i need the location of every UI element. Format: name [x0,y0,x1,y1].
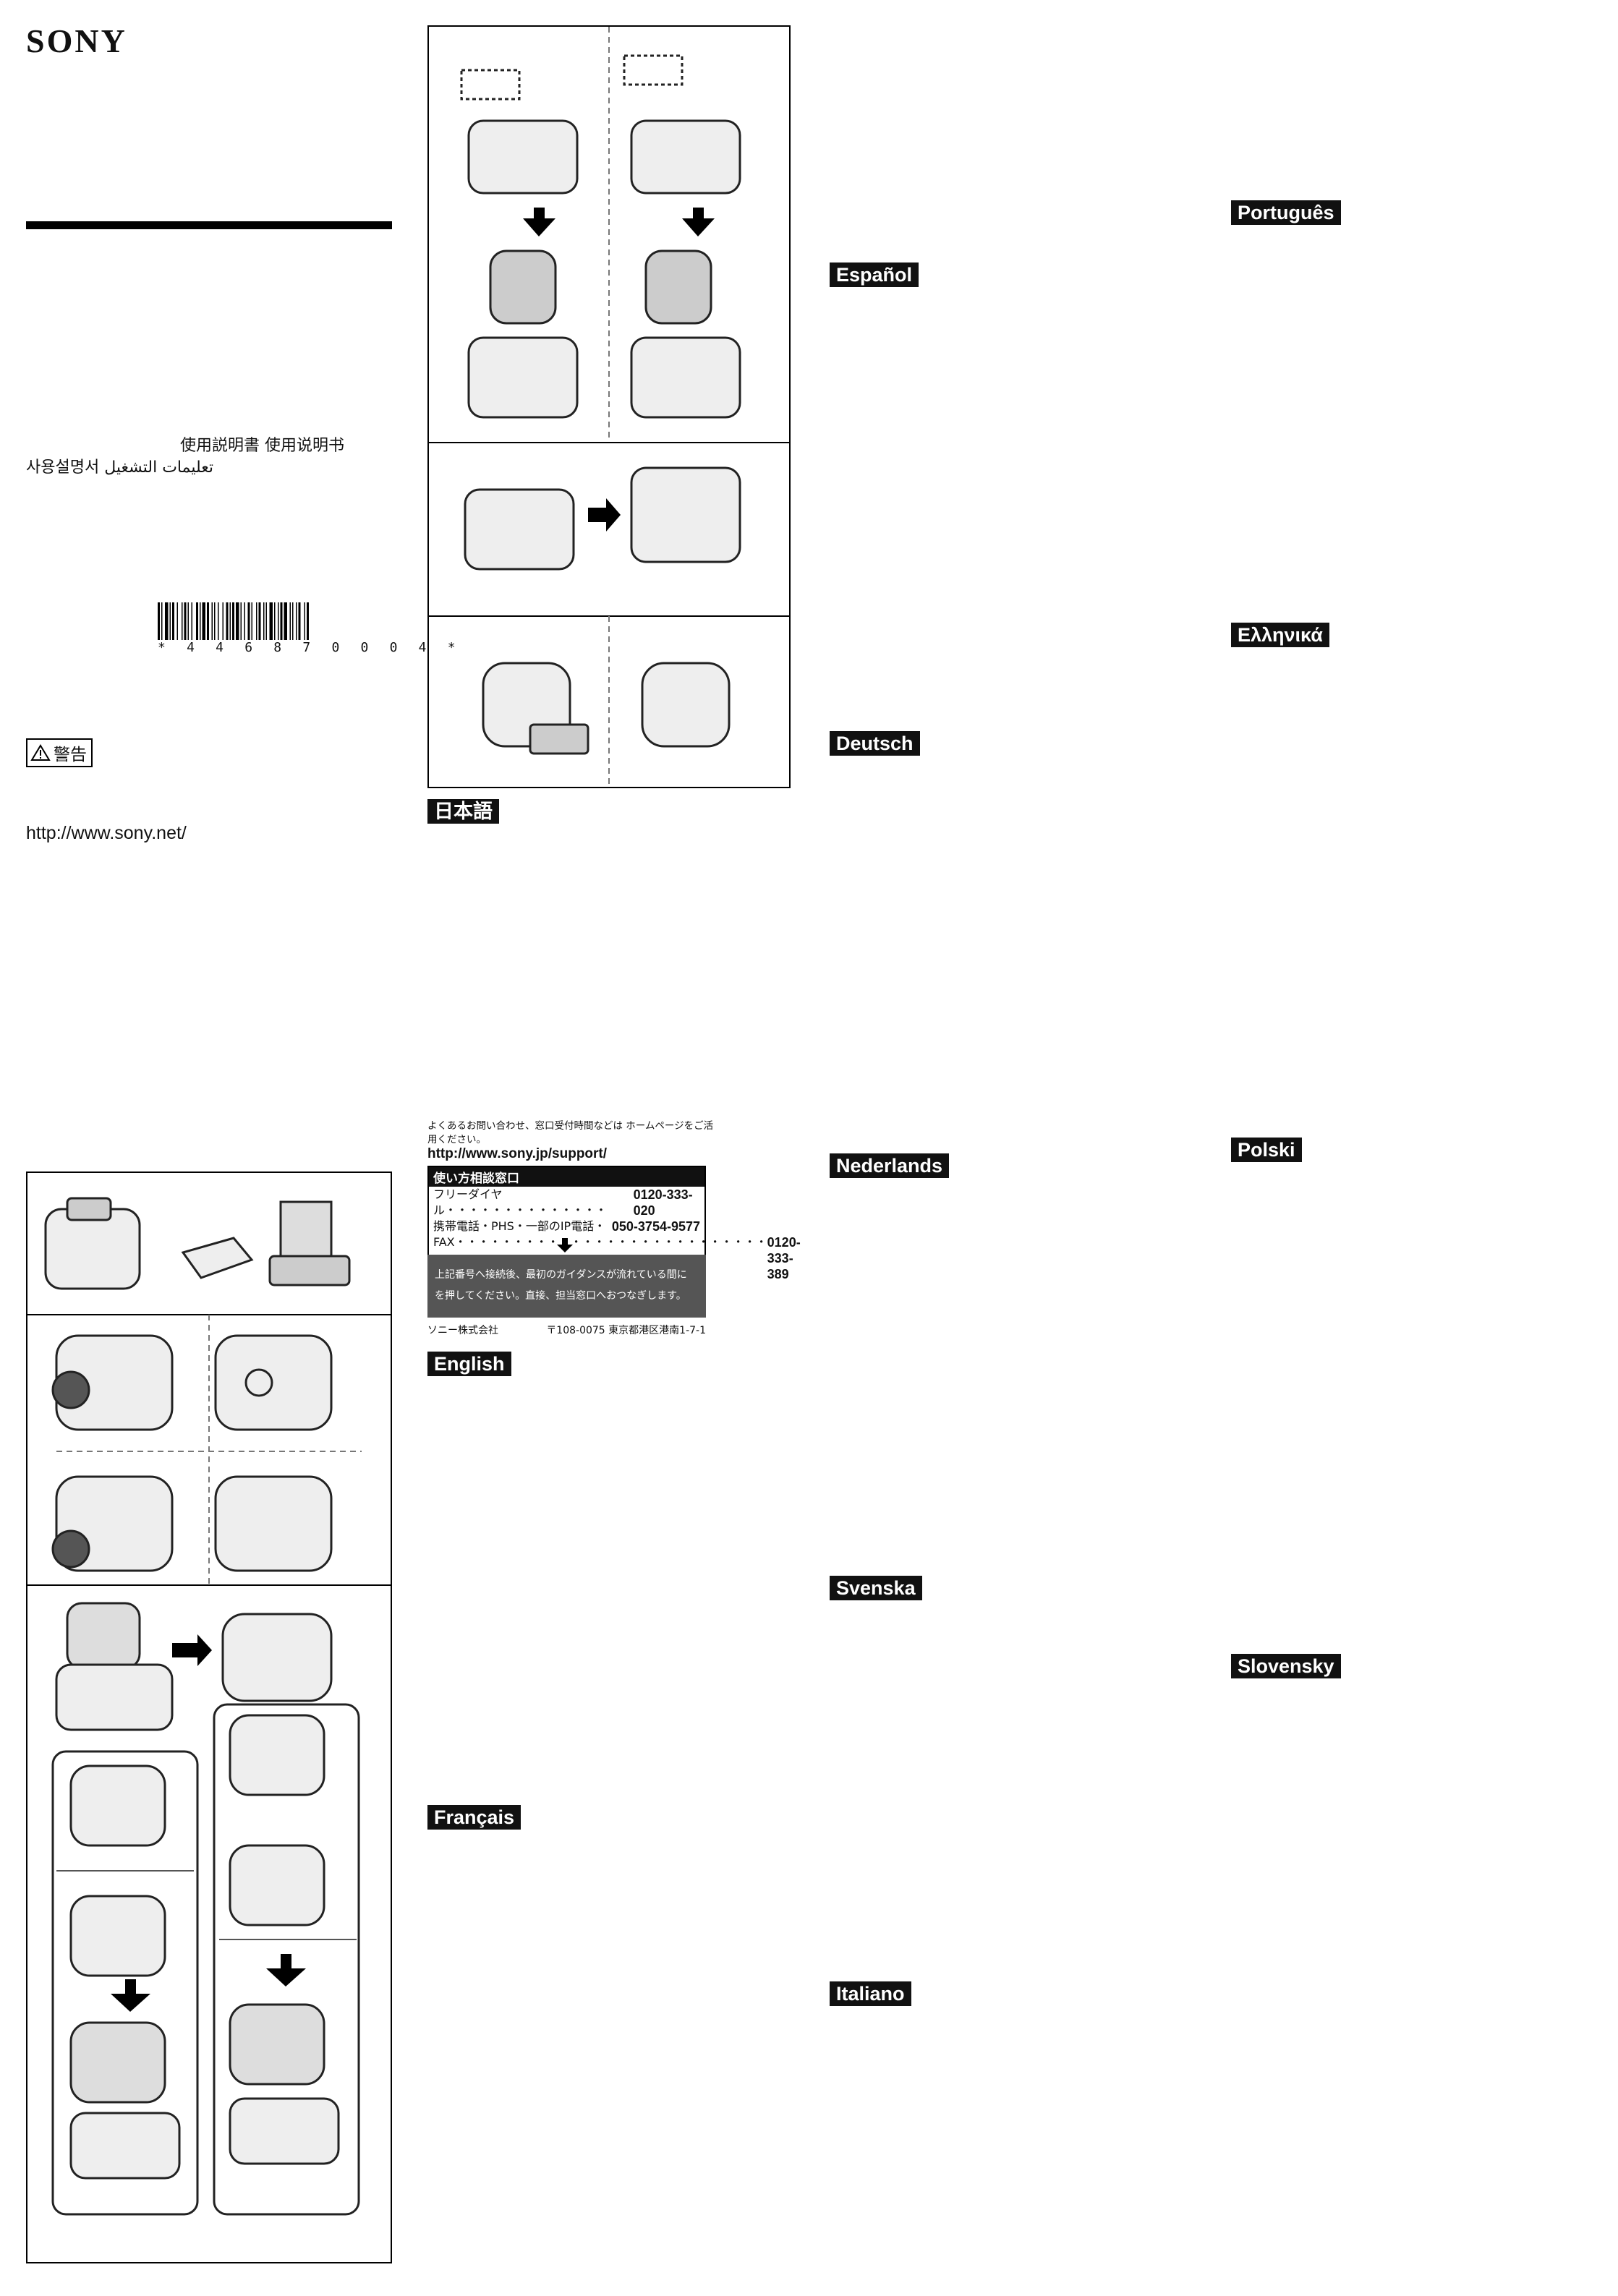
jp-support-box-title: 使い方相談窓口 [429,1167,704,1187]
jp-support-row-value: 0120-333-389 [767,1235,801,1281]
jp-support-row: フリーダイヤル・・・・・・・・・・・・・・ 0120-333-020 [429,1187,704,1219]
jp-support-row-label: 携帯電話・PHS・一部のIP電話・ [433,1219,606,1233]
jp-note-line2: を押してください。直接、担当窓口へおつなぎします。 [435,1290,686,1302]
section-label-german: Deutsch [830,731,920,756]
warning-triangle-icon [30,744,51,761]
section-label-french: Français [427,1805,521,1830]
assembly-figure-top [427,25,791,788]
assembly-illustrations [27,1197,391,2216]
section-label-slovak: Slovensky [1231,1654,1341,1678]
jp-support-row-label: フリーダイヤル・・・・・・・・・・・・・・ [433,1187,608,1217]
section-label-greek: Ελληνικά [1231,623,1329,647]
jp-support-note: 上記番号へ接続後、最初のガイダンスが流れている間に を押してください。直接、担当… [427,1255,706,1318]
title-rule [26,221,392,229]
jp-support-row-label: FAX・・・・・・・・・・・・・・・・・・・・・・・・・・・ [433,1235,767,1249]
jp-support-url[interactable]: http://www.sony.jp/support/ [427,1146,608,1161]
section-label-japanese: 日本語 [427,799,499,824]
jp-support-row: 携帯電話・PHS・一部のIP電話・ 050-3754-9577 [429,1219,704,1234]
jp-company-address: ソニー株式会社 〒108-0075 東京都港区港南1-7-1 [427,1323,706,1337]
jp-support-row-value: 0120-333-020 [633,1187,693,1218]
assembly-figure-left [26,1172,392,2263]
jp-support-row: FAX・・・・・・・・・・・・・・・・・・・・・・・・・・・ 0120-333-… [429,1234,801,1282]
mounting-illustrations [429,27,789,787]
jp-address: 〒108-0075 東京都港区港南1-7-1 [546,1325,706,1336]
warning-label: 警告 [54,746,87,764]
jp-support-row-value: 050-3754-9577 [611,1219,700,1234]
section-label-polish: Polski [1231,1138,1302,1162]
sony-logo: SONY [26,22,127,59]
jp-support-box: 使い方相談窓口 フリーダイヤル・・・・・・・・・・・・・・ 0120-333-0… [427,1166,801,1284]
section-label-italian: Italiano [830,1981,911,2006]
manual-titles: 使用説明書 使用说明书 사용설명서 تعليمات التشغيل [26,435,344,479]
barcode [158,602,309,640]
section-label-english: English [427,1352,511,1376]
down-arrow-icon [557,1238,573,1252]
manual-title-line1: 使用説明書 使用说明书 [180,437,344,455]
barcode-number: * 4 4 6 8 7 0 0 0 4 * [158,640,462,655]
jp-note-line1: 上記番号へ接続後、最初のガイダンスが流れている間に [435,1269,687,1281]
section-label-dutch: Nederlands [830,1153,950,1178]
website-url[interactable]: http://www.sony.net/ [26,823,187,843]
section-label-swedish: Svenska [830,1576,922,1600]
jp-support-intro: よくあるお問い合わせ、窓口受付時間などは ホームページをご活用ください。 [427,1120,714,1145]
warning-badge: 警告 [26,738,93,767]
section-label-portuguese: Português [1231,200,1341,225]
section-label-spanish: Español [830,263,919,287]
jp-company: ソニー株式会社 [427,1325,498,1336]
manual-title-line2: 사용설명서 تعليمات التشغيل [26,458,213,477]
